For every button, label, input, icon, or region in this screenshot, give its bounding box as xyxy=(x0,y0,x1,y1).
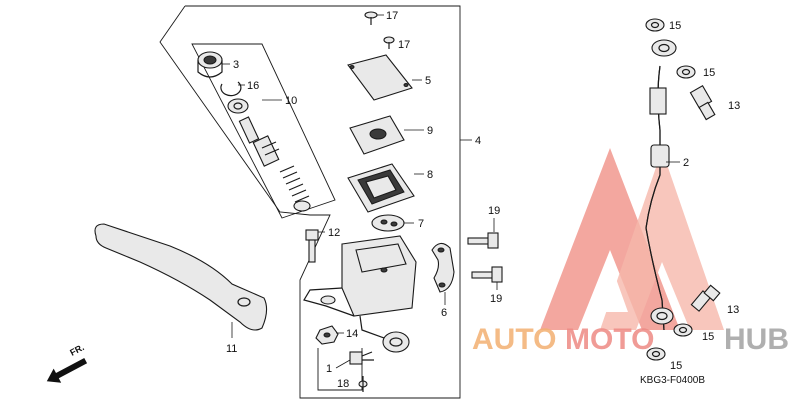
sealing-washer-4 xyxy=(646,347,666,361)
holder-part xyxy=(431,242,455,293)
callout-15-c: 15 xyxy=(702,331,714,343)
bolt-part-19-lower xyxy=(471,266,503,283)
banjo-bolt-lower xyxy=(690,284,721,312)
watermark-moto: MOTO xyxy=(565,323,654,356)
brake-switch-part xyxy=(349,351,374,365)
watermark-logo xyxy=(540,148,724,330)
front-direction-label: FR. xyxy=(68,342,85,358)
boot-part xyxy=(197,51,223,78)
watermark-hub: HUB xyxy=(724,323,789,356)
brake-lever-part xyxy=(94,223,268,331)
callout-10: 10 xyxy=(285,95,297,107)
brake-hose-part xyxy=(645,39,677,331)
washer-part xyxy=(227,98,249,114)
callout-8: 8 xyxy=(427,169,433,181)
piston-kit-frame xyxy=(191,43,336,219)
diaphragm-part xyxy=(347,163,415,213)
front-direction-arrow xyxy=(46,357,88,383)
callout-13-upper: 13 xyxy=(728,100,740,112)
watermark-text: AUTO MOTO HUB xyxy=(472,323,789,356)
callout-12: 12 xyxy=(328,227,340,239)
callout-4: 4 xyxy=(475,135,481,147)
callout-5: 5 xyxy=(425,75,431,87)
callout-18: 18 xyxy=(337,378,349,390)
screw-part-upper xyxy=(364,11,378,25)
callout-9: 9 xyxy=(427,125,433,137)
master-cylinder-body xyxy=(303,235,417,353)
callout-17-lower: 17 xyxy=(398,39,410,51)
callout-19-upper: 19 xyxy=(488,205,500,217)
float-part xyxy=(371,214,405,232)
screw-part-lower xyxy=(383,36,395,49)
leader-1 xyxy=(335,359,351,369)
nut-part-14 xyxy=(315,325,339,345)
piston-part xyxy=(238,116,280,167)
screw-part-18 xyxy=(358,376,368,392)
spring-part xyxy=(279,165,311,212)
callout-2: 2 xyxy=(683,157,689,169)
diagram-code: KBG3-F0400B xyxy=(640,375,705,386)
callout-11: 11 xyxy=(226,343,237,355)
callout-14: 14 xyxy=(346,328,358,340)
circlip-part xyxy=(220,81,242,97)
bolt-part-12 xyxy=(305,229,319,263)
callout-6: 6 xyxy=(441,307,447,319)
callout-15-d: 15 xyxy=(670,360,682,372)
callout-16: 16 xyxy=(247,80,259,92)
sealing-washer-3 xyxy=(673,323,693,337)
sealing-washer-1 xyxy=(645,18,665,32)
callout-17-upper: 17 xyxy=(386,10,398,22)
callout-19-lower: 19 xyxy=(490,293,502,305)
callout-15-b: 15 xyxy=(703,67,715,79)
switch-frame xyxy=(317,348,363,391)
sealing-washer-2 xyxy=(676,65,696,79)
callout-15-a: 15 xyxy=(669,20,681,32)
callout-7: 7 xyxy=(418,218,424,230)
bolt-part-19-upper xyxy=(467,232,499,249)
banjo-bolt-upper xyxy=(689,84,716,121)
watermark-triangle-right xyxy=(600,150,724,330)
reservoir-cap-part xyxy=(347,54,413,101)
watermark-triangle-inner xyxy=(592,262,628,312)
callout-13-lower: 13 xyxy=(727,304,739,316)
watermark-auto: AUTO xyxy=(472,323,556,356)
callout-3: 3 xyxy=(233,59,239,71)
callout-1: 1 xyxy=(326,363,332,375)
